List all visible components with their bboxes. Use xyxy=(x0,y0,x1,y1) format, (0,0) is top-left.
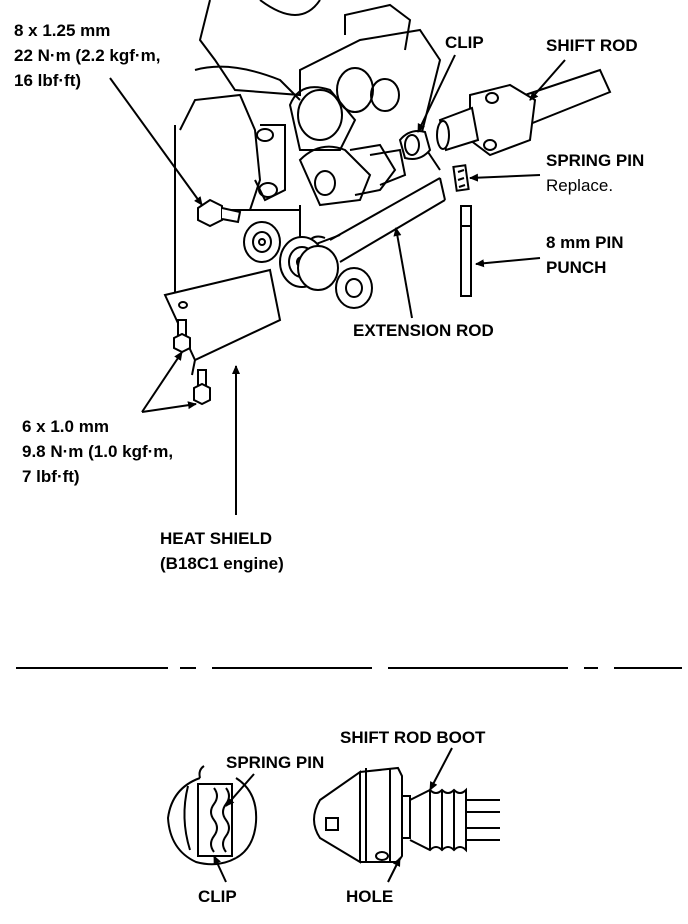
spring-pin-detail-label: SPRING PIN xyxy=(226,753,325,772)
bolt-8mm-size-label: 8 x 1.25 mm xyxy=(14,21,111,40)
bushing-washers xyxy=(243,221,373,309)
extension-rod-label: EXTENSION ROD xyxy=(353,321,494,340)
shift-rod-boot-detail xyxy=(313,766,500,864)
clip-detail-label: CLIP xyxy=(198,887,237,906)
bolt-6mm-torque-line1: 9.8 N·m (1.0 kgf·m, xyxy=(22,442,174,461)
spring-pin-label: SPRING PIN xyxy=(546,151,645,170)
bolt-6mm-size-label: 6 x 1.0 mm xyxy=(22,417,109,436)
shift-rod-label: SHIFT ROD xyxy=(546,36,638,55)
clip-label: CLIP xyxy=(445,33,484,52)
hole-label: HOLE xyxy=(346,887,394,906)
pin-punch-label-line2: PUNCH xyxy=(546,258,607,277)
heat-shield-label-line1: HEAT SHIELD xyxy=(160,529,273,548)
bolt-6mm-torque-line2: 7 lbf·ft) xyxy=(22,467,80,486)
pin-punch-part xyxy=(460,205,472,297)
shift-rod-part xyxy=(436,68,612,157)
spring-pin-note: Replace. xyxy=(546,176,614,195)
heat-shield-label-line2: (B18C1 engine) xyxy=(160,554,284,573)
shift-rod-boot-label: SHIFT ROD BOOT xyxy=(340,728,486,747)
bolt-8mm-torque-line1: 22 N·m (2.2 kgf·m, xyxy=(14,46,161,65)
bolt-8mm-torque-line2: 16 lbf·ft) xyxy=(14,71,82,90)
spring-pin-part xyxy=(452,164,470,192)
clip-detail-part xyxy=(166,765,258,866)
leader-arrows-lower xyxy=(213,747,453,883)
leader-arrows-upper xyxy=(109,54,566,515)
pin-punch-label-line1: 8 mm PIN xyxy=(546,233,624,252)
transmission-housing xyxy=(174,0,442,311)
clip-part xyxy=(398,130,432,160)
bolt-8mm-part xyxy=(197,198,242,228)
bolt-6mm-parts xyxy=(173,319,211,406)
